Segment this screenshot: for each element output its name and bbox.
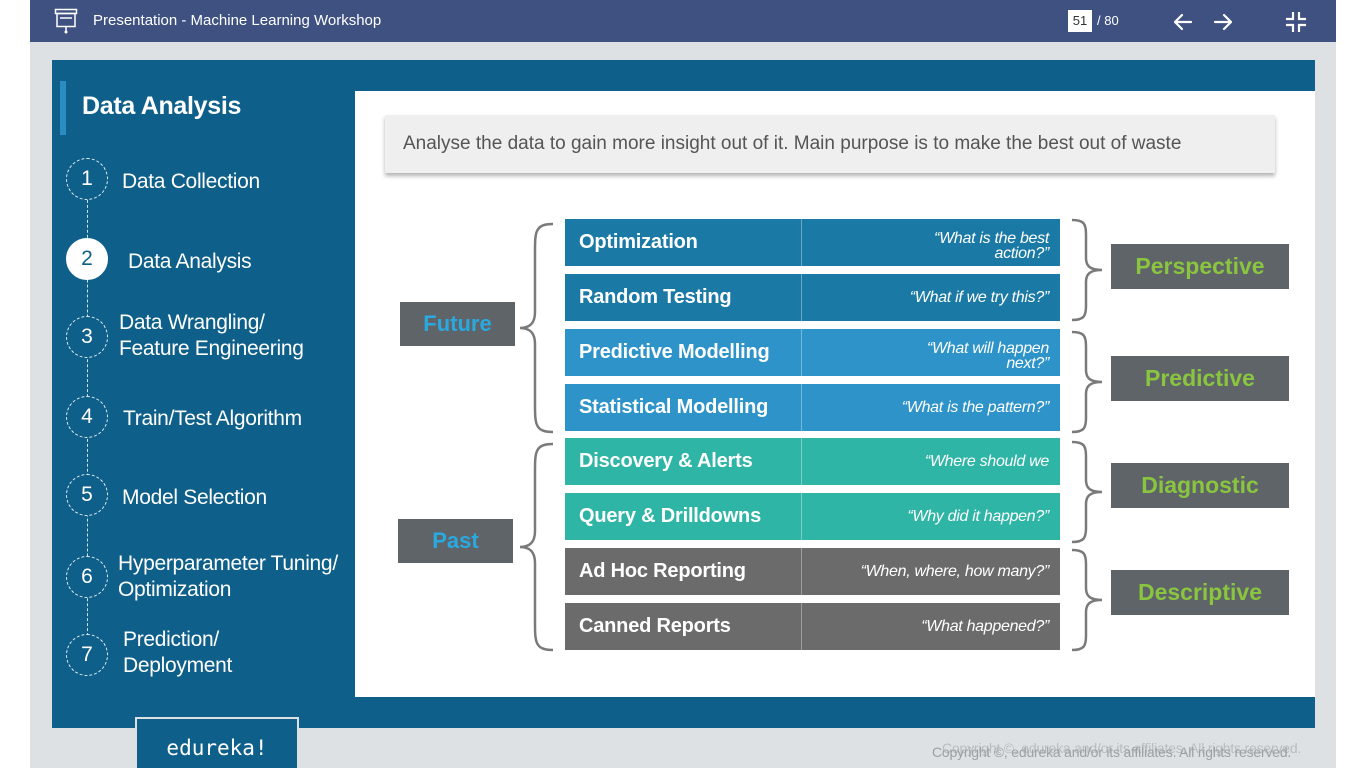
- presentation-icon: [54, 8, 78, 34]
- step-label: Data Collection: [122, 170, 260, 193]
- viewer-toolbar: Presentation - Machine Learning Workshop…: [30, 0, 1336, 42]
- row-question: “Why did it happen?”: [907, 508, 1049, 525]
- kind-perspective: Perspective: [1111, 244, 1289, 289]
- arrow-right-icon[interactable]: [1211, 10, 1235, 34]
- step-label: Train/Test Algorithm: [123, 407, 302, 430]
- step-number: 5: [66, 474, 108, 516]
- current-page-input[interactable]: 51: [1068, 10, 1092, 32]
- row-divider: [801, 493, 802, 540]
- analytics-row: Statistical Modelling “What is the patter…: [565, 384, 1060, 431]
- step-number: 6: [66, 556, 108, 598]
- step-number: 3: [66, 316, 108, 358]
- row-title: Optimization: [579, 231, 698, 253]
- row-title: Predictive Modelling: [579, 341, 770, 363]
- descriptive-brace: [1071, 548, 1103, 652]
- past-brace: [519, 442, 554, 652]
- row-divider: [801, 603, 802, 650]
- perspective-brace: [1071, 218, 1103, 322]
- row-divider: [801, 548, 802, 595]
- analytics-row: Ad Hoc Reporting “When, where, how many?”: [565, 548, 1060, 595]
- analytics-row: Discovery & Alerts “Where should we: [565, 438, 1060, 485]
- row-title: Query & Drilldowns: [579, 505, 761, 527]
- row-divider: [801, 438, 802, 485]
- row-question: “What happened?”: [921, 618, 1049, 635]
- copyright-shadow: Copyright ©, edureka and/or its affiliat…: [942, 740, 1302, 756]
- step-label: Prediction/ Deployment: [123, 628, 233, 677]
- slide-heading: Data Analysis: [82, 92, 242, 120]
- description-banner: Analyse the data to gain more insight ou…: [385, 115, 1275, 173]
- arrow-left-icon[interactable]: [1171, 10, 1195, 34]
- presentation-viewer: Presentation - Machine Learning Workshop…: [30, 0, 1336, 768]
- analytics-row: Optimization “What is the best action?”: [565, 219, 1060, 266]
- row-title: Discovery & Alerts: [579, 450, 753, 472]
- step-label: Data Wrangling/ Feature Engineering: [119, 311, 304, 360]
- exit-fullscreen-icon[interactable]: [1284, 10, 1308, 34]
- kind-descriptive: Descriptive: [1111, 570, 1289, 615]
- copyright-notice: Copyright ©, edureka and/or its affiliat…: [932, 744, 1292, 760]
- kind-predictive: Predictive: [1111, 356, 1289, 401]
- row-divider: [801, 219, 802, 266]
- diagnostic-brace: [1071, 440, 1103, 544]
- row-divider: [801, 384, 802, 431]
- analytics-row: Random Testing “What if we try this?”: [565, 274, 1060, 321]
- past-tag: Past: [398, 519, 513, 563]
- row-question: “When, where, how many?”: [860, 563, 1050, 580]
- row-divider: [801, 274, 802, 321]
- row-question: “What will happen next?”: [926, 339, 1049, 372]
- row-question: “What is the best action?”: [934, 229, 1049, 262]
- step-number: 2: [66, 238, 108, 280]
- content-panel: Analyse the data to gain more insight ou…: [355, 91, 1315, 697]
- analytics-row: Query & Drilldowns “Why did it happen?”: [565, 493, 1060, 540]
- window-title: Presentation - Machine Learning Workshop: [93, 12, 382, 29]
- step-label: Data Analysis: [128, 250, 252, 273]
- slide: Data Analysis 1 Data Collection 2 Data Anal…: [52, 60, 1315, 728]
- step-label: Hyperparameter Tuning/ Optimization: [118, 552, 338, 601]
- step-number: 4: [66, 396, 108, 438]
- row-title: Ad Hoc Reporting: [579, 560, 746, 582]
- step-number: 1: [66, 158, 108, 200]
- analytics-row: Canned Reports “What happened?”: [565, 603, 1060, 650]
- row-title: Random Testing: [579, 286, 732, 308]
- future-brace: [519, 222, 554, 434]
- edureka-logo: edureka!: [135, 717, 299, 768]
- row-title: Statistical Modelling: [579, 396, 769, 418]
- predictive-brace: [1071, 330, 1103, 434]
- row-question: “Where should we: [924, 453, 1049, 470]
- future-tag: Future: [400, 302, 515, 346]
- row-title: Canned Reports: [579, 615, 731, 637]
- heading-accent-bar: [60, 81, 66, 135]
- kind-diagnostic: Diagnostic: [1111, 463, 1289, 508]
- analytics-row: Predictive Modelling “What will happen ne…: [565, 329, 1060, 376]
- row-question: “What is the pattern?”: [901, 399, 1050, 416]
- row-question: “What if we try this?”: [909, 289, 1050, 306]
- total-pages: / 80: [1097, 13, 1119, 28]
- row-divider: [801, 329, 802, 376]
- step-number: 7: [66, 634, 108, 676]
- step-label: Model Selection: [122, 486, 267, 509]
